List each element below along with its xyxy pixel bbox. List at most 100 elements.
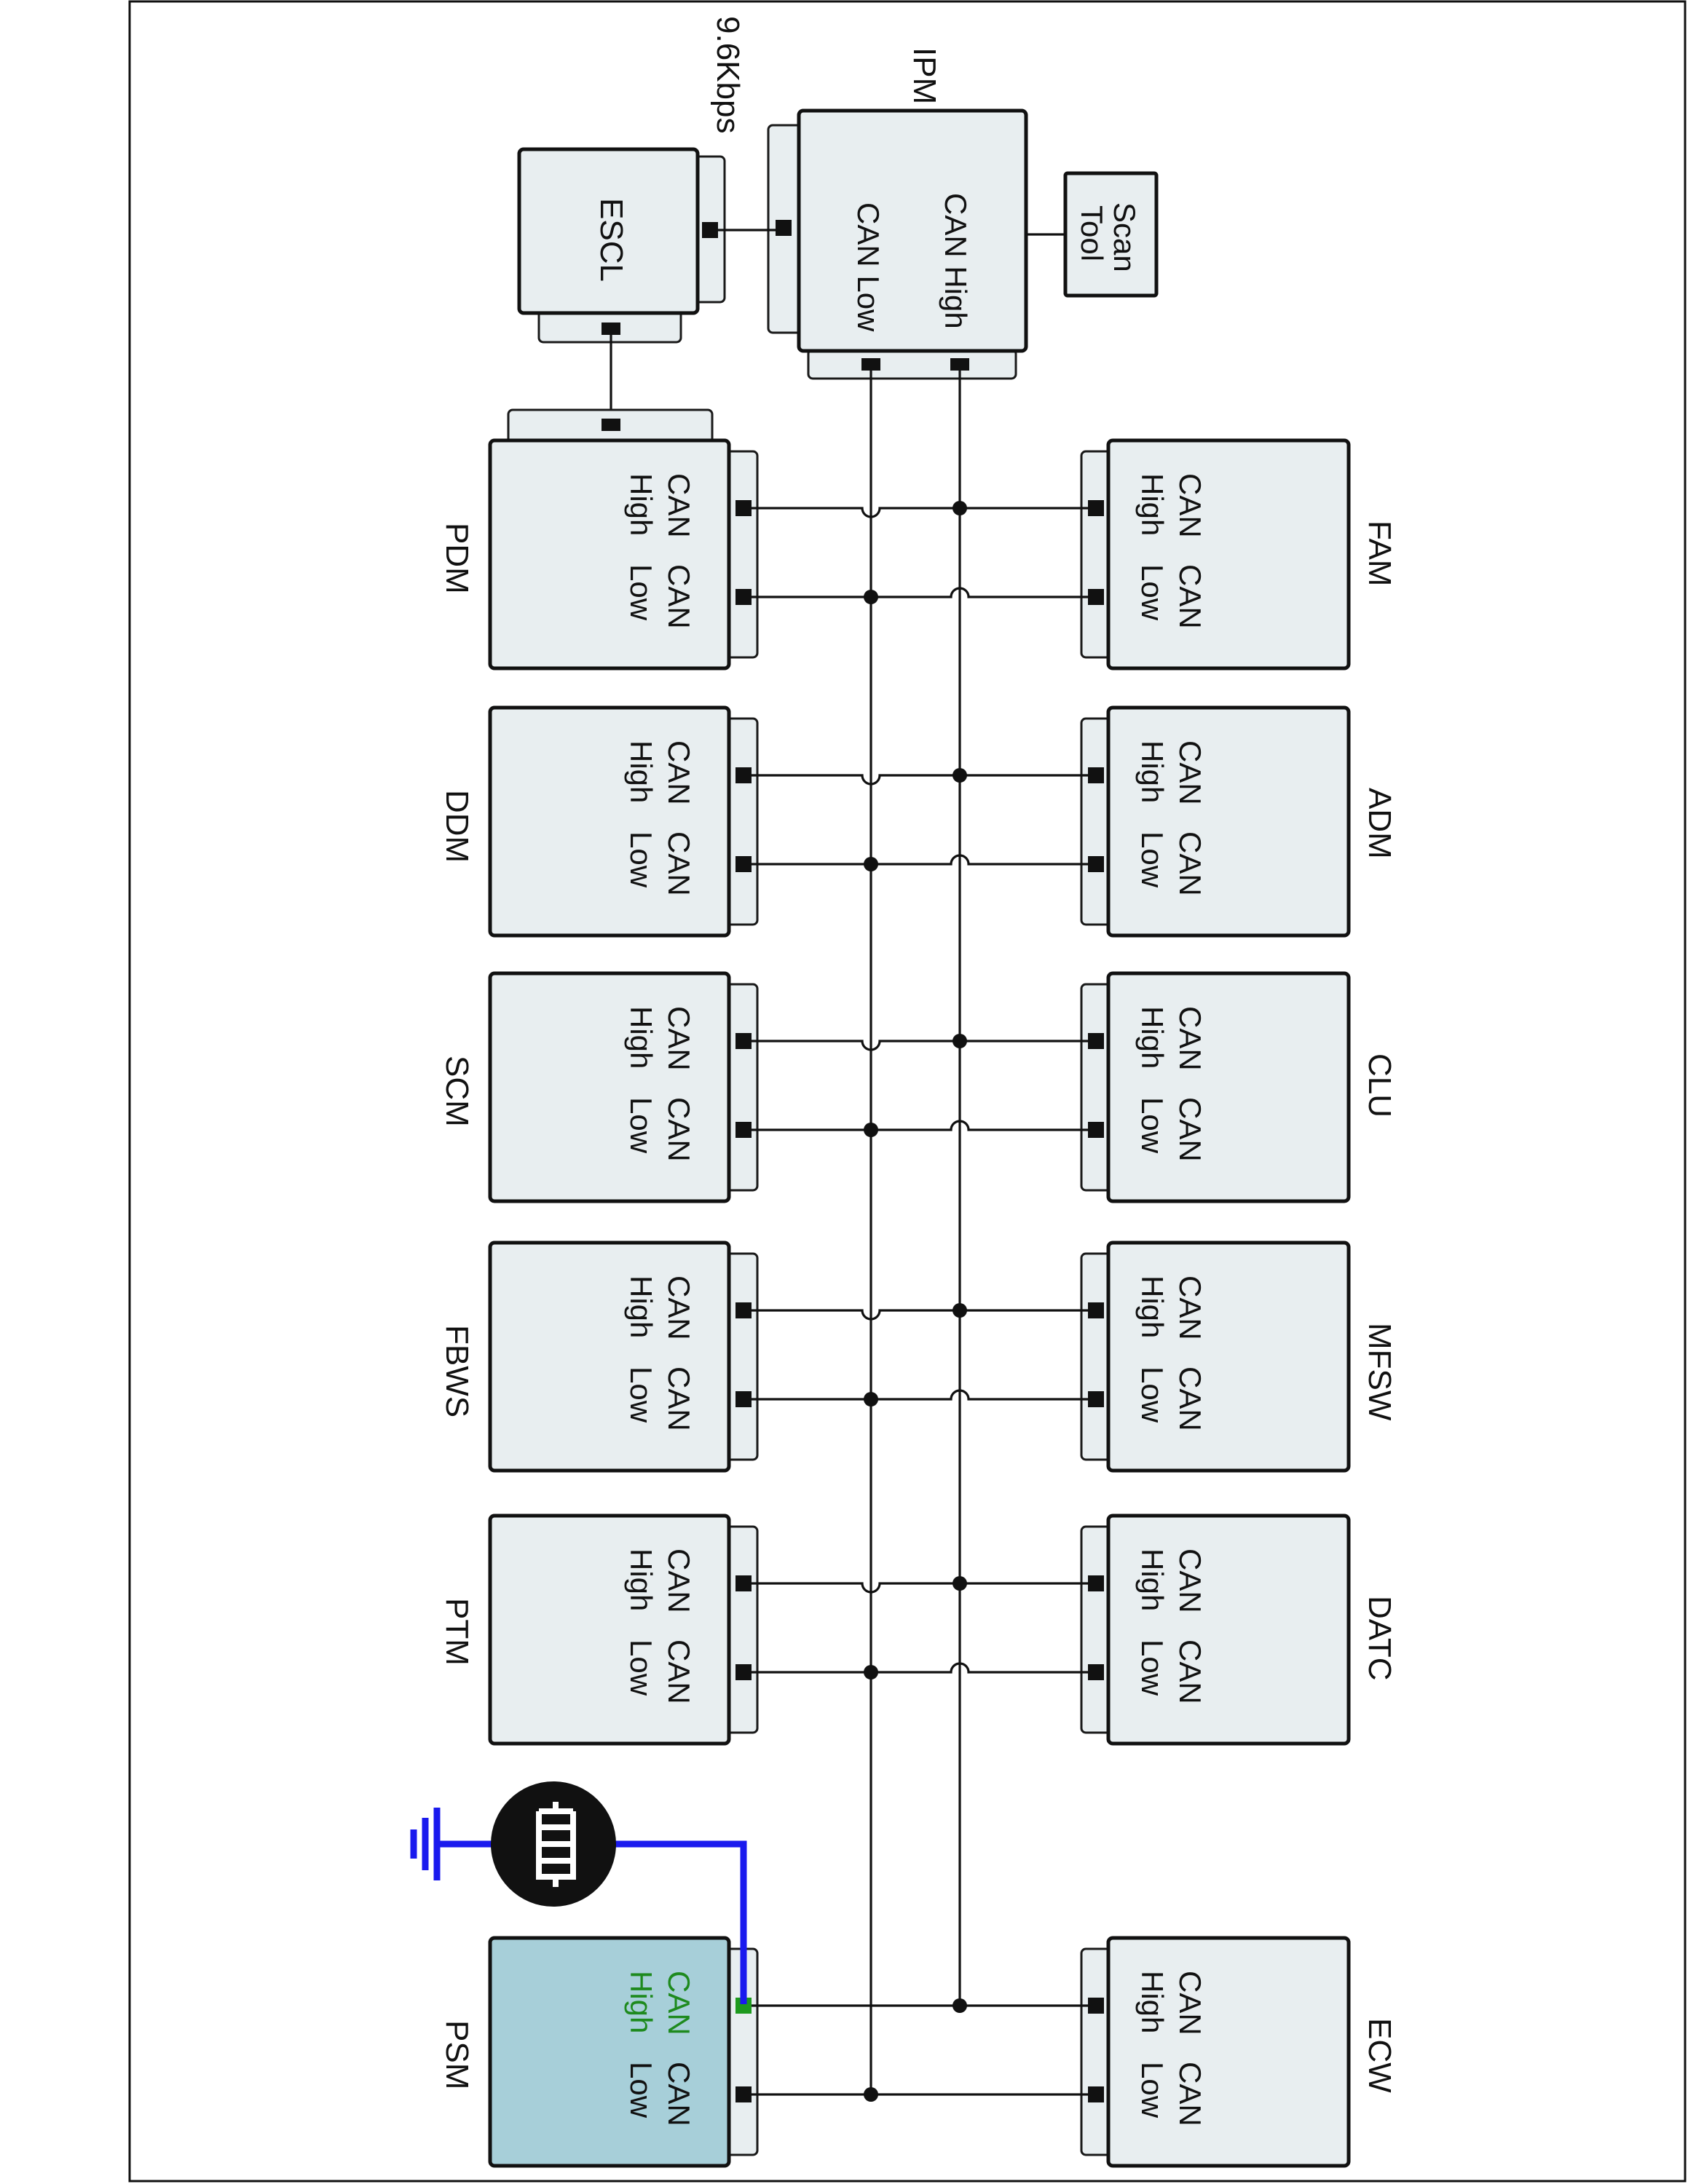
- pin-label-low: Low: [624, 564, 658, 621]
- oscilloscope-probe-icon: [491, 1781, 616, 1907]
- pin-label-can: CAN: [662, 1639, 696, 1704]
- pin-label-can: CAN: [662, 1097, 696, 1162]
- pin-label-can: CAN: [662, 831, 696, 896]
- pin-label-low: Low: [624, 1097, 658, 1154]
- module-label: FBWS: [439, 1325, 475, 1417]
- ipm-title: IPM: [907, 47, 942, 104]
- pin-label-high: High: [1135, 740, 1170, 803]
- pin-label-high: High: [624, 473, 658, 536]
- pin-label-low: Low: [1135, 1366, 1170, 1423]
- pin-label-low: Low: [1135, 1097, 1170, 1154]
- pin-label-can: CAN: [1173, 1275, 1207, 1340]
- module-label: PDM: [439, 523, 475, 594]
- ipm-module[interactable]: CAN High CAN Low: [767, 108, 1028, 380]
- pin-label-low: Low: [624, 1366, 658, 1423]
- page-frame: [128, 0, 1687, 2183]
- pin-label-can: CAN: [662, 1006, 696, 1071]
- pin-label-can: CAN: [1173, 831, 1207, 896]
- pin-label-can: CAN: [1173, 473, 1207, 538]
- can-low-branch: [752, 854, 1088, 866]
- module-label: MFSW: [1362, 1323, 1397, 1421]
- module-label: DATC: [1362, 1596, 1397, 1681]
- escl-module[interactable]: ESCL: [517, 147, 726, 344]
- module-label: CLU: [1362, 1053, 1397, 1117]
- pin-label-can: CAN: [662, 740, 696, 805]
- scan-tool-label-line1: Scan: [1108, 202, 1142, 272]
- pin-label-can: CAN: [662, 1971, 696, 2035]
- pin-label-low: Low: [1135, 1639, 1170, 1696]
- ipm-can-low-label: CAN Low: [851, 202, 886, 332]
- can-low-branch: [752, 1662, 1088, 1674]
- probe-assembly: [410, 1781, 747, 2004]
- pin-label-can: CAN: [662, 1548, 696, 1613]
- scan-tool[interactable]: Scan Tool: [1063, 171, 1159, 298]
- can-high-branch: [752, 1040, 1088, 1051]
- module-label: SCM: [439, 1056, 475, 1127]
- probe-wire: [612, 1840, 747, 2004]
- pin-label-high: High: [624, 1548, 658, 1611]
- can-low-branch: [752, 1389, 1088, 1401]
- can-low-branch: [752, 587, 1088, 598]
- pin-label-low: Low: [624, 831, 658, 888]
- pin-label-can: CAN: [662, 1275, 696, 1340]
- pin-label-high: High: [624, 1971, 658, 2033]
- pin-label-low: Low: [1135, 831, 1170, 888]
- pin-label-can: CAN: [662, 2062, 696, 2126]
- pin-label-can: CAN: [1173, 740, 1207, 805]
- pin-label-can: CAN: [1173, 1971, 1207, 2035]
- escl-label: ESCL: [593, 198, 629, 282]
- bus-speed-label: 9.6Kbps: [710, 16, 746, 133]
- module-label: DDM: [439, 790, 475, 863]
- module-label: PSM: [439, 2020, 475, 2089]
- pin-label-can: CAN: [1173, 1006, 1207, 1071]
- pin-label-high: High: [624, 1006, 658, 1069]
- pin-label-can: CAN: [662, 564, 696, 629]
- can-high-branch: [752, 507, 1088, 518]
- pin-label-can: CAN: [1173, 1097, 1207, 1162]
- can-high-branch: [752, 1582, 1088, 1594]
- can-high-branch: [752, 1309, 1088, 1321]
- pin-label-low: Low: [1135, 564, 1170, 621]
- pin-label-low: Low: [1135, 2062, 1170, 2118]
- module-label: ADM: [1362, 788, 1397, 859]
- module-label: ECW: [1362, 2018, 1397, 2093]
- pin-label-low: Low: [624, 2062, 658, 2118]
- pin-label-can: CAN: [1173, 1548, 1207, 1613]
- top-section: 9.6Kbps IPM ESCL CAN High CAN Low Scan: [517, 16, 1159, 417]
- pin-label-high: High: [1135, 1275, 1170, 1338]
- pin-label-can: CAN: [1173, 1366, 1207, 1431]
- ground-icon: [410, 1808, 441, 1880]
- pin-label-can: CAN: [1173, 564, 1207, 629]
- can-low-branch: [752, 1120, 1088, 1131]
- pin-label-can: CAN: [1173, 2062, 1207, 2126]
- can-high-branch: [752, 774, 1088, 786]
- pin-label-high: High: [1135, 1006, 1170, 1069]
- ipm-can-high-label: CAN High: [939, 193, 973, 329]
- pin-label-high: High: [1135, 473, 1170, 536]
- pin-label-can: CAN: [662, 473, 696, 538]
- module-label: PTM: [439, 1598, 475, 1666]
- pin-label-high: High: [1135, 1548, 1170, 1611]
- pin-label-high: High: [1135, 1971, 1170, 2033]
- module-label: FAM: [1362, 521, 1397, 586]
- scan-tool-label-line2: Tool: [1075, 205, 1109, 261]
- pin-label-high: High: [624, 1275, 658, 1338]
- module-rows: PDMCANHighCANLowFAMCANHighCANLowDDMCANHi…: [439, 408, 1397, 2168]
- pin-label-can: CAN: [662, 1366, 696, 1431]
- pin-label-low: Low: [624, 1639, 658, 1696]
- pin-label-can: CAN: [1173, 1639, 1207, 1704]
- pin-label-high: High: [624, 740, 658, 803]
